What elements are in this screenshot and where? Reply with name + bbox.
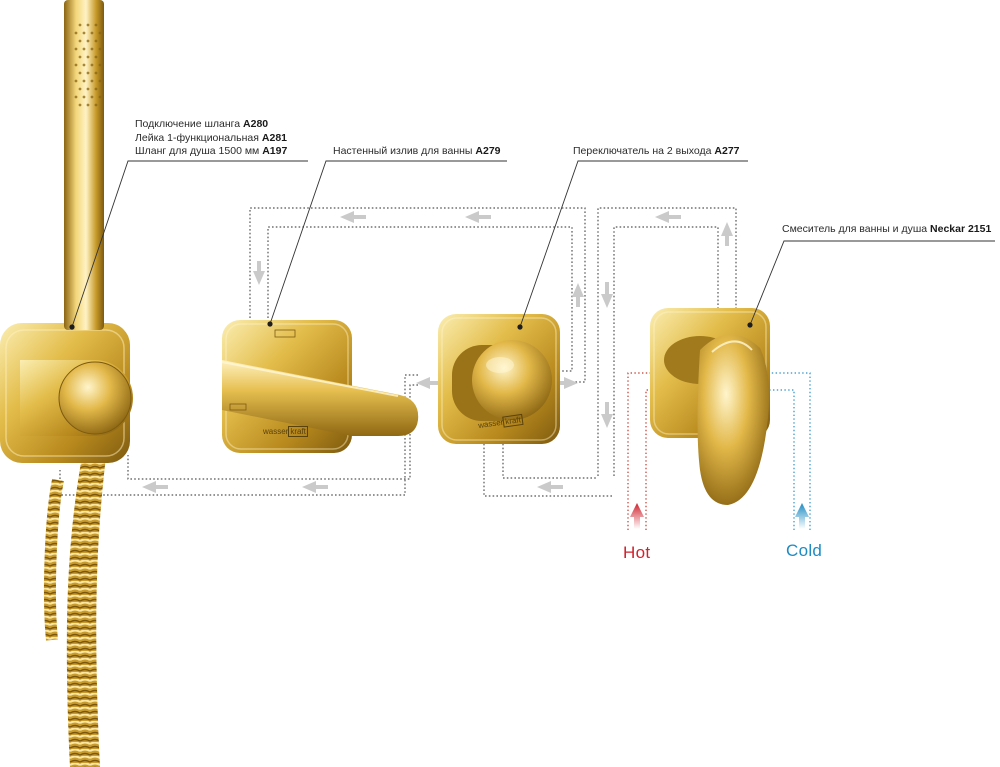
diverter-switch	[438, 314, 560, 444]
bath-spout	[221, 320, 419, 453]
cold-arrow-icon	[795, 503, 809, 529]
arrow-down-icon	[253, 261, 265, 285]
arrow-left-icon	[465, 211, 491, 223]
shower-hose	[66, 440, 108, 767]
arrow-right-icon	[556, 377, 578, 389]
hand-shower-assembly	[0, 0, 133, 767]
arrow-down-icon	[601, 282, 613, 308]
arrow-left-icon	[416, 377, 438, 389]
pipes	[59, 207, 811, 530]
shower-mode-icon	[274, 329, 296, 338]
pipe-hot-supply	[627, 372, 652, 530]
shower-nozzles	[74, 23, 102, 107]
hose-connector	[59, 362, 131, 434]
label-hose-line-1: Подключение шланга A280	[135, 118, 269, 130]
arrow-left-icon	[302, 481, 328, 493]
spout-body	[222, 360, 419, 436]
pipe-switch-mixer-outer	[597, 207, 737, 476]
mixer-lever	[697, 334, 769, 505]
flow-arrows	[142, 211, 733, 493]
arrow-left-icon	[537, 481, 563, 493]
pipe-hot-supply-inner	[645, 389, 652, 530]
mixer	[650, 308, 770, 505]
arrow-left-icon	[142, 481, 168, 493]
leader-spout	[269, 160, 507, 325]
arrow-down-icon	[601, 402, 613, 428]
switch-knob	[472, 340, 552, 420]
pipe-cold-supply	[768, 372, 811, 530]
hand-shower-handle	[64, 0, 104, 330]
hot-label: Hot	[623, 543, 651, 562]
arrow-up-icon	[572, 283, 584, 307]
leader-lines	[69, 160, 995, 330]
pipe-spout-switch-outer	[249, 207, 586, 383]
label-hose-line-3: Шланг для душа 1500 мм A197	[135, 145, 288, 157]
pipe-switch-bottom-inner	[502, 440, 598, 479]
pipe-cold-supply-inner	[768, 389, 795, 530]
tub-mode-icon	[229, 403, 247, 411]
pipe-spout-to-hose-inner	[127, 384, 418, 480]
leader-hose	[71, 160, 308, 328]
label-mixer: Смеситель для ванны и душа Neckar 2151	[782, 223, 992, 235]
arrow-up-icon	[721, 222, 733, 246]
hot-arrow-icon	[630, 503, 644, 529]
leader-switch	[519, 160, 748, 328]
arrow-left-icon	[340, 211, 366, 223]
label-switch: Переключатель на 2 выхода A277	[573, 145, 740, 157]
label-hose-line-2: Лейка 1-функциональная A281	[135, 131, 287, 144]
pipe-spout-to-hose-outer	[59, 374, 418, 496]
cold-label: Cold	[786, 541, 823, 560]
label-hose-set: Подключение шланга A280 Лейка 1-функцион…	[135, 118, 287, 159]
pipe-switch-mixer-inner	[613, 226, 719, 476]
leader-mixer	[749, 240, 995, 326]
arrow-left-icon	[655, 211, 681, 223]
label-spout: Настенный излив для ванны A279	[333, 145, 501, 157]
